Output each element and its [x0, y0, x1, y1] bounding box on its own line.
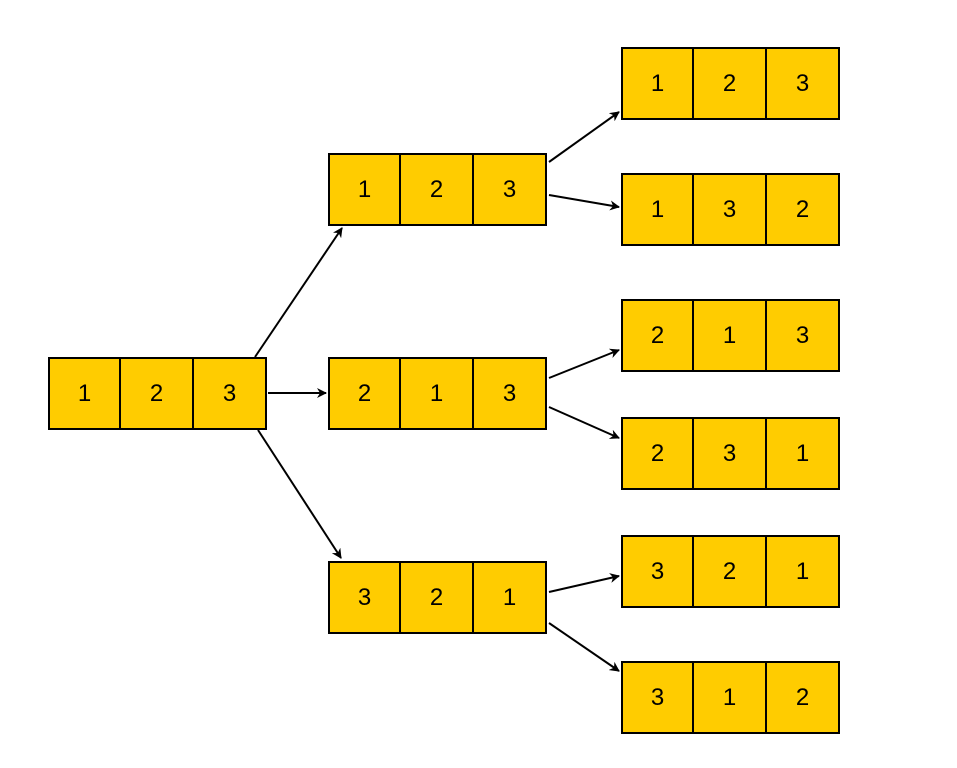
level2-node-3-cell-1: 2 — [621, 299, 694, 372]
arrow-l1-2-to-l2-3 — [548, 348, 620, 379]
arrow-root-to-l1-1 — [254, 227, 343, 358]
level2-node-6-cell-3: 2 — [767, 661, 840, 734]
level1-node-2-cell-3: 3 — [474, 357, 547, 430]
level1-node-1-cell-3: 3 — [474, 153, 547, 226]
level1-node-1-cell-1: 1 — [328, 153, 401, 226]
level2-node-5-cell-3: 1 — [767, 535, 840, 608]
level2-node-3-cell-2: 1 — [694, 299, 767, 372]
level1-node-2-cell-2: 1 — [401, 357, 474, 430]
arrow-l1-1-to-l2-2 — [548, 194, 620, 211]
root-cell-2: 2 — [121, 357, 194, 430]
arrow-l1-3-to-l2-5 — [548, 573, 620, 593]
level2-node-4-cell-3: 1 — [767, 417, 840, 490]
arrow-l1-1-to-l2-1 — [548, 111, 620, 163]
root-cell-1: 1 — [48, 357, 121, 430]
level2-node-4-cell-2: 3 — [694, 417, 767, 490]
level1-node-1-cell-2: 2 — [401, 153, 474, 226]
level2-node-2-cell-2: 3 — [694, 173, 767, 246]
root-cell-3: 3 — [194, 357, 267, 430]
level2-node-5-cell-1: 3 — [621, 535, 694, 608]
level2-node-5-cell-2: 2 — [694, 535, 767, 608]
arrow-root-to-l1-3 — [257, 429, 342, 559]
level2-node-2-cell-1: 1 — [621, 173, 694, 246]
level2-node-3-cell-3: 3 — [767, 299, 840, 372]
level2-node-6-cell-1: 3 — [621, 661, 694, 734]
arrow-l1-2-to-l2-4 — [548, 406, 620, 439]
level2-node-1-cell-2: 2 — [694, 47, 767, 120]
level1-node-2-cell-1: 2 — [328, 357, 401, 430]
level1-node-3-cell-2: 2 — [401, 561, 474, 634]
level2-node-1-cell-3: 3 — [767, 47, 840, 120]
level2-node-1-cell-1: 1 — [621, 47, 694, 120]
arrow-l1-3-to-l2-6 — [548, 622, 620, 672]
level2-node-2-cell-3: 2 — [767, 173, 840, 246]
level2-node-4-cell-1: 2 — [621, 417, 694, 490]
level2-node-6-cell-2: 1 — [694, 661, 767, 734]
level1-node-3-cell-3: 1 — [474, 561, 547, 634]
level1-node-3-cell-1: 3 — [328, 561, 401, 634]
